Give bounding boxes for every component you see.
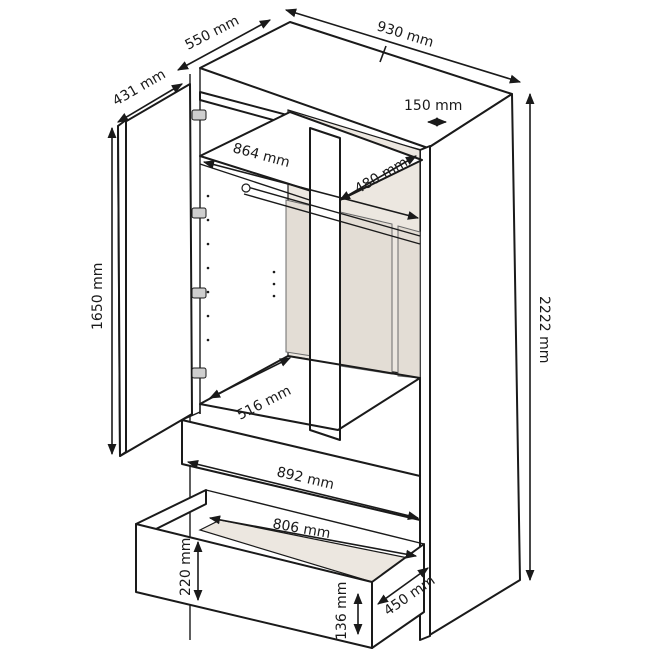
left-door[interactable] [117, 83, 207, 457]
label-516: 516 mm [235, 383, 294, 424]
hinge-icon [191, 109, 207, 379]
label-550: 550 mm [183, 13, 242, 54]
door-panel[interactable] [117, 83, 193, 457]
upper-drawer[interactable] [181, 411, 421, 521]
dimension-lines [107, 8, 535, 636]
label-150: 150 mm [404, 98, 462, 114]
label-220: 220 mm [178, 538, 194, 596]
label-2222: 2222 mm [536, 296, 552, 363]
shelf-pin-holes [206, 194, 276, 342]
right-side-panel [427, 93, 521, 637]
center-divider [309, 127, 341, 441]
label-1650: 1650 mm [90, 263, 106, 330]
label-136: 136 mm [334, 582, 350, 640]
